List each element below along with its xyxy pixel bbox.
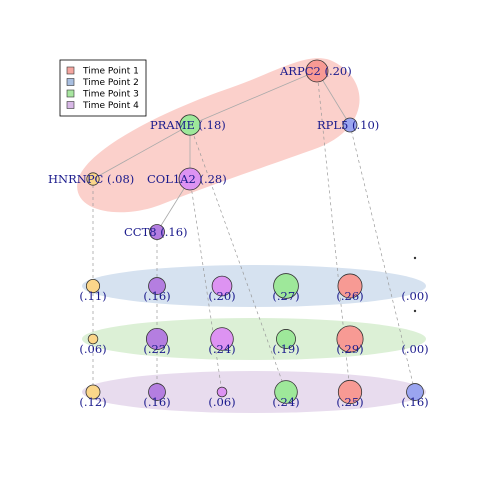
clone-circle-col1a2 [210,327,234,351]
clone-value-label: (.00) [401,289,428,303]
clone-circle-cct8 [148,277,166,295]
clone-value-label: (.26) [336,289,363,303]
clone-dot-rpl5 [413,309,417,313]
clone-circle-arpc2 [337,379,363,405]
tree-node-circle [86,172,100,186]
tree-node-circle [305,59,329,83]
clone-value-label: (.06) [208,395,235,409]
clone-circle-cct8 [148,383,166,401]
tree-node-prame: PRAME (.18) [150,114,226,136]
dashed-line-prame [189,124,287,393]
clone-circle-prame [276,329,296,349]
legend-item: Time Point 2 [66,78,139,88]
tree-node-label: COL1A2 (.28) [147,172,227,186]
clone-value-label: (.06) [79,342,106,356]
time-point-rows: (.11) (.16) (.20) (.27) (.26) (.00) (.06) (.22)… [79,256,429,409]
clone-value-label: (.16) [401,395,428,409]
tree-node-label: PRAME (.18) [150,118,226,132]
tree-node-circle [149,224,165,240]
legend-swatch [66,89,75,98]
clone-value-label: (.19) [272,342,299,356]
clone-value-label: (.11) [79,289,106,303]
clone-value-label: (.00) [401,342,428,356]
clone-circle-hnrnpc [87,333,99,345]
tree-node-circle [178,167,202,191]
legend-swatch [66,66,75,75]
band-time-point-1 [77,58,360,213]
legend-item: Time Point 1 [66,66,139,77]
edge-arpc2-prame [189,70,318,126]
clone-circle-hnrnpc [85,278,101,294]
time-row-4: (.12) (.16) (.06) (.24) (.25) (.16) [79,379,429,409]
tree-node-label: CCT8 (.16) [124,225,188,239]
legend-label: Time Point 4 [82,101,139,111]
clone-value-label: (.27) [272,289,299,303]
clone-value-label: (.24) [208,342,235,356]
clone-value-label: (.22) [143,342,170,356]
clone-circle-col1a2 [211,275,233,297]
clone-circle-prame [273,273,299,299]
legend-swatch [66,101,75,109]
clone-value-label: (.25) [336,395,363,409]
band-time-point-2 [82,265,426,307]
legend-label: Time Point 3 [82,90,139,100]
tree-node-arpc2: ARPC2 (.20) [279,59,352,83]
clone-dot-rpl5 [413,256,417,260]
legend-swatch [66,78,75,86]
time-row-3: (.06) (.22) (.24) (.19) (.29) (.00) [79,309,429,356]
clone-circle-prame [274,380,298,404]
band-time-point-3 [82,318,426,360]
tree-node-circle [179,114,201,136]
band-time-point-4 [82,371,426,413]
tree-node-label: RPL5 (.10) [317,118,379,132]
tree-node-col1a2: COL1A2 (.28) [147,167,227,191]
tree-node-label: HNRNPC (.08) [48,172,134,186]
clone-circle-arpc2 [336,325,364,353]
clone-circle-col1a2 [216,386,228,398]
tree-node-rpl5: RPL5 (.10) [317,117,379,133]
clone-value-label: (.20) [208,289,235,303]
legend-label: Time Point 2 [82,78,139,88]
clone-circle-arpc2 [337,273,363,299]
tree-nodes: ARPC2 (.20) PRAME (.18) RPL5 (.10) HNRNPC (… [48,59,379,240]
dashed-line-rpl5 [349,124,416,393]
tree-node-label: ARPC2 (.20) [279,64,352,78]
clone-circle-rpl5 [406,383,424,401]
clone-value-label: (.16) [143,395,170,409]
tree-node-circle [342,117,358,133]
lineage-dashed-lines [92,70,416,393]
clone-circle-hnrnpc [85,384,101,400]
tree-node-hnrnpc: HNRNPC (.08) [48,172,134,186]
tree-node-cct8: CCT8 (.16) [124,224,188,240]
legend-box [59,59,147,117]
time-row-2: (.11) (.16) (.20) (.27) (.26) (.00) [79,256,429,303]
legend-label: Time Point 1 [82,67,139,77]
clone-value-label: (.29) [336,342,363,356]
edge-prame-hnrnpc [92,124,191,180]
time-point-bands [77,58,426,413]
clone-value-label: (.12) [79,395,106,409]
legend-item: Time Point 4 [66,101,139,111]
clone-value-label: (.16) [143,289,170,303]
clone-circle-cct8 [145,327,169,351]
clone-value-label: (.24) [272,395,299,409]
legend-item: Time Point 3 [66,89,139,100]
